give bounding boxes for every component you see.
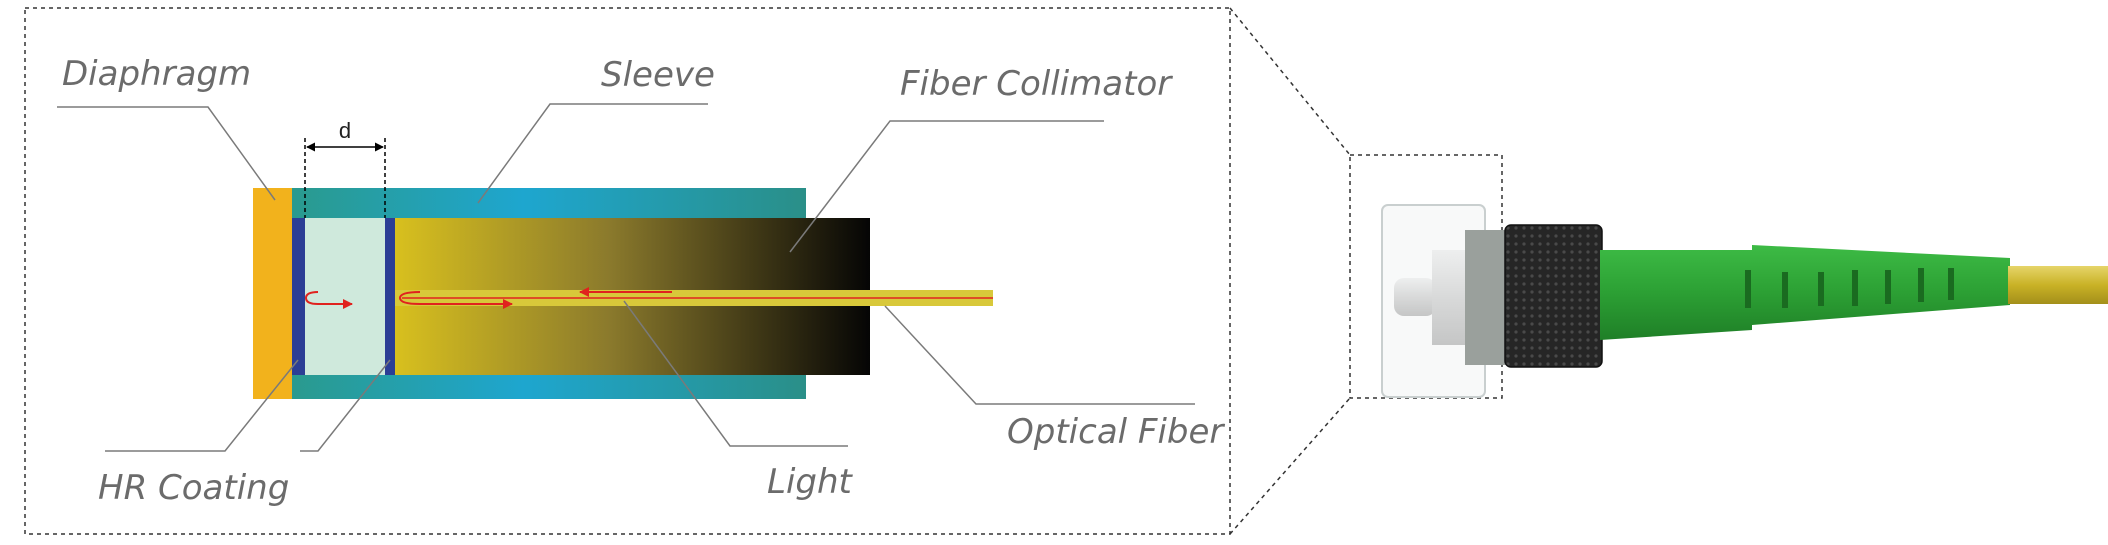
leader-sleeve bbox=[477, 103, 708, 204]
label-light: Light bbox=[767, 462, 854, 502]
hr-coating-right bbox=[385, 218, 395, 375]
fiber-connector bbox=[1381, 204, 2108, 398]
leader-light bbox=[623, 300, 848, 447]
leader-fiber-collimator bbox=[789, 120, 1104, 253]
label-hr-coating: HR Coating bbox=[98, 468, 289, 508]
zoom-line-top bbox=[1229, 7, 1351, 156]
connector-boot bbox=[1600, 245, 2010, 340]
label-diaphragm: Diaphragm bbox=[62, 54, 251, 94]
light-ray-reflect-fiber bbox=[398, 291, 513, 309]
label-sleeve: Sleeve bbox=[601, 55, 715, 95]
connector-collar bbox=[1465, 230, 1507, 365]
fiber-cable bbox=[2008, 266, 2108, 304]
label-fiber-collimator: Fiber Collimator bbox=[900, 64, 1173, 104]
light-ray-reflect-cavity bbox=[304, 291, 353, 309]
label-optical-fiber: Optical Fiber bbox=[1007, 412, 1225, 452]
zoom-line-bottom bbox=[1229, 397, 1351, 535]
leader-diaphragm bbox=[57, 106, 276, 201]
boot-slots bbox=[1745, 268, 1954, 308]
connector-nut bbox=[1504, 224, 1603, 368]
leader-hr-right bbox=[300, 359, 391, 452]
cavity bbox=[305, 218, 385, 375]
dim-d-label: d bbox=[339, 118, 351, 143]
leader-optical-fiber bbox=[884, 305, 1195, 405]
diaphragm bbox=[253, 188, 292, 399]
zoom-frame bbox=[24, 7, 1231, 535]
hr-coating-left bbox=[292, 218, 305, 375]
leader-hr-left bbox=[105, 359, 299, 452]
